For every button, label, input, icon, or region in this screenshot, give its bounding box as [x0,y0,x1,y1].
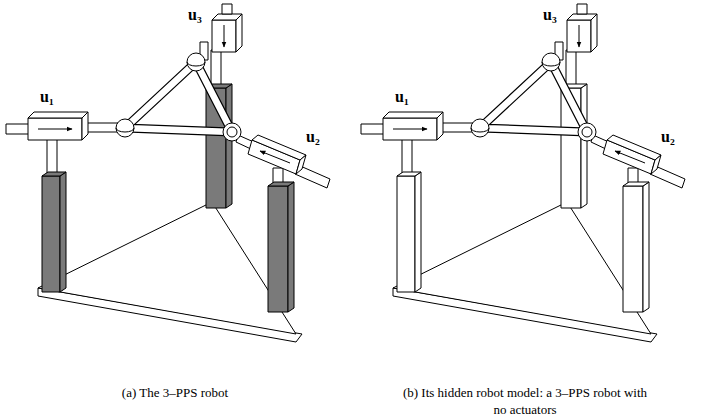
joint-label: u₃ [188,6,202,24]
caption: (b) Its hidden robot model: a 3–PPS robo… [400,384,650,418]
joint-label: u₃ [543,6,557,24]
hidden-robot [361,4,685,342]
joint-label: u₁ [395,88,409,106]
joint-label: u₂ [306,128,320,146]
caption: (a) The 3–PPS robot [20,384,330,401]
joint-label: u₂ [661,128,675,146]
joint-label: u₁ [40,88,54,106]
actuated-robot [6,4,330,342]
